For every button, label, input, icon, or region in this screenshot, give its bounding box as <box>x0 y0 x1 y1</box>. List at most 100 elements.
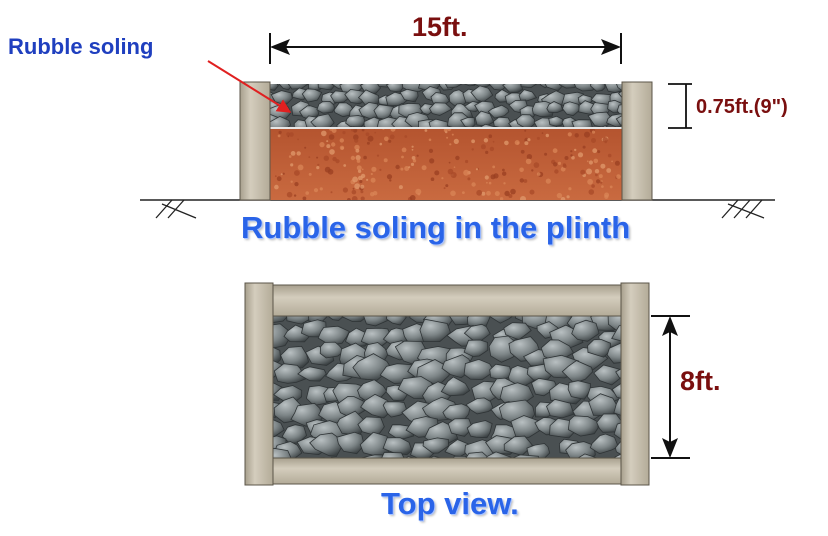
section-view <box>140 33 775 219</box>
soil-grain <box>597 150 601 154</box>
soil-grain <box>552 148 558 154</box>
rubble-stone <box>611 324 621 342</box>
soil-grain <box>304 146 307 149</box>
soil-grain <box>499 197 504 200</box>
soil-grain <box>449 143 452 146</box>
soil-grain <box>429 158 435 164</box>
rubble-stone <box>614 440 621 455</box>
soil-grain <box>350 155 356 161</box>
soil-grain <box>294 170 300 176</box>
soil-grain <box>363 155 367 160</box>
soil-grain <box>560 197 566 200</box>
soil-grain <box>586 168 592 175</box>
soil-grain <box>417 192 421 196</box>
soil-grain <box>471 182 476 187</box>
rubble-stone <box>589 433 619 455</box>
top-view-title: Top view. <box>381 486 519 521</box>
soil-grain <box>494 191 500 197</box>
rubble-stone <box>567 415 599 437</box>
soil-grain <box>342 131 346 135</box>
rubble-stone <box>526 443 551 458</box>
soil-grain <box>317 163 320 166</box>
soil-grain <box>527 138 531 142</box>
soil-grain <box>335 159 340 164</box>
soil-grain <box>408 166 411 169</box>
soil-grain <box>604 192 610 198</box>
rubble-stone <box>587 338 611 358</box>
top-wall-left <box>244 282 274 486</box>
rubble-stone <box>286 316 316 325</box>
soil-grain <box>560 166 566 172</box>
soil-grain <box>319 187 323 191</box>
soil-grain <box>571 155 575 160</box>
soil-grain <box>412 159 417 163</box>
rubble-stone <box>616 84 622 92</box>
soil-grain <box>588 189 595 195</box>
soil-grain <box>553 162 558 167</box>
soil-grain <box>386 174 393 180</box>
soil-grain <box>609 185 613 189</box>
soil-grain <box>360 190 364 194</box>
soil-grain <box>454 140 457 143</box>
soil-grain <box>481 191 486 196</box>
soil-grain <box>287 135 290 138</box>
rubble-stone <box>333 102 356 118</box>
soil-grain <box>294 182 299 187</box>
soil-grain <box>587 178 593 185</box>
soil-grain <box>428 148 434 153</box>
soil-grain <box>545 133 549 138</box>
soil-grain <box>586 160 589 163</box>
soil-grain <box>339 145 345 150</box>
soil-grain <box>360 196 365 200</box>
rubble-stone <box>486 451 512 458</box>
soil-grain <box>463 169 470 176</box>
soil-grain <box>475 168 479 171</box>
rubble-stone <box>473 84 493 88</box>
soil-grain <box>361 168 364 171</box>
soil-grain <box>277 134 281 138</box>
soil-grain <box>592 148 598 154</box>
rubble-stone <box>520 84 538 89</box>
soil-grain <box>580 169 586 175</box>
soil-grain <box>514 140 520 146</box>
soil-grain <box>416 154 419 157</box>
soil-grain <box>453 166 456 168</box>
soil-grain <box>606 168 612 173</box>
soil-grain <box>288 155 292 158</box>
rubble-stone <box>382 437 413 456</box>
rubble-stone <box>562 101 581 117</box>
soil-grain <box>486 181 488 184</box>
rubble-stone <box>360 393 396 419</box>
rubble-stone <box>463 358 496 380</box>
soil-grain <box>358 175 363 181</box>
soil-grain <box>297 153 300 156</box>
plinth-wall-left <box>239 81 271 201</box>
soil-grain <box>524 129 527 132</box>
rubble-stone <box>465 397 494 415</box>
top-wall-right <box>620 282 650 486</box>
soil-grain <box>316 156 319 159</box>
rubble-stone <box>301 88 323 103</box>
soil-grain <box>531 169 534 172</box>
soil-grain <box>404 135 408 138</box>
soil-grain <box>411 148 414 151</box>
rubble-stone <box>447 418 473 437</box>
soil-grain <box>411 145 414 148</box>
soil-grain <box>462 191 465 195</box>
soil-grain <box>389 179 392 182</box>
rubble-stone <box>422 437 449 454</box>
rubble-stone <box>317 84 335 91</box>
soil-grain <box>584 131 590 138</box>
soil-grain <box>421 165 427 171</box>
rubble-stone <box>270 115 292 128</box>
soil-grain <box>326 140 329 143</box>
soil-grain <box>595 173 598 177</box>
soil-grain <box>446 136 449 139</box>
rubble-stone <box>577 453 599 458</box>
rubble-layer-section <box>270 84 622 129</box>
soil-grain <box>297 164 304 171</box>
rubble-stone <box>463 84 477 87</box>
top-wall-upper <box>272 284 622 317</box>
rubble-stone <box>297 366 327 382</box>
soil-grain <box>483 138 489 143</box>
